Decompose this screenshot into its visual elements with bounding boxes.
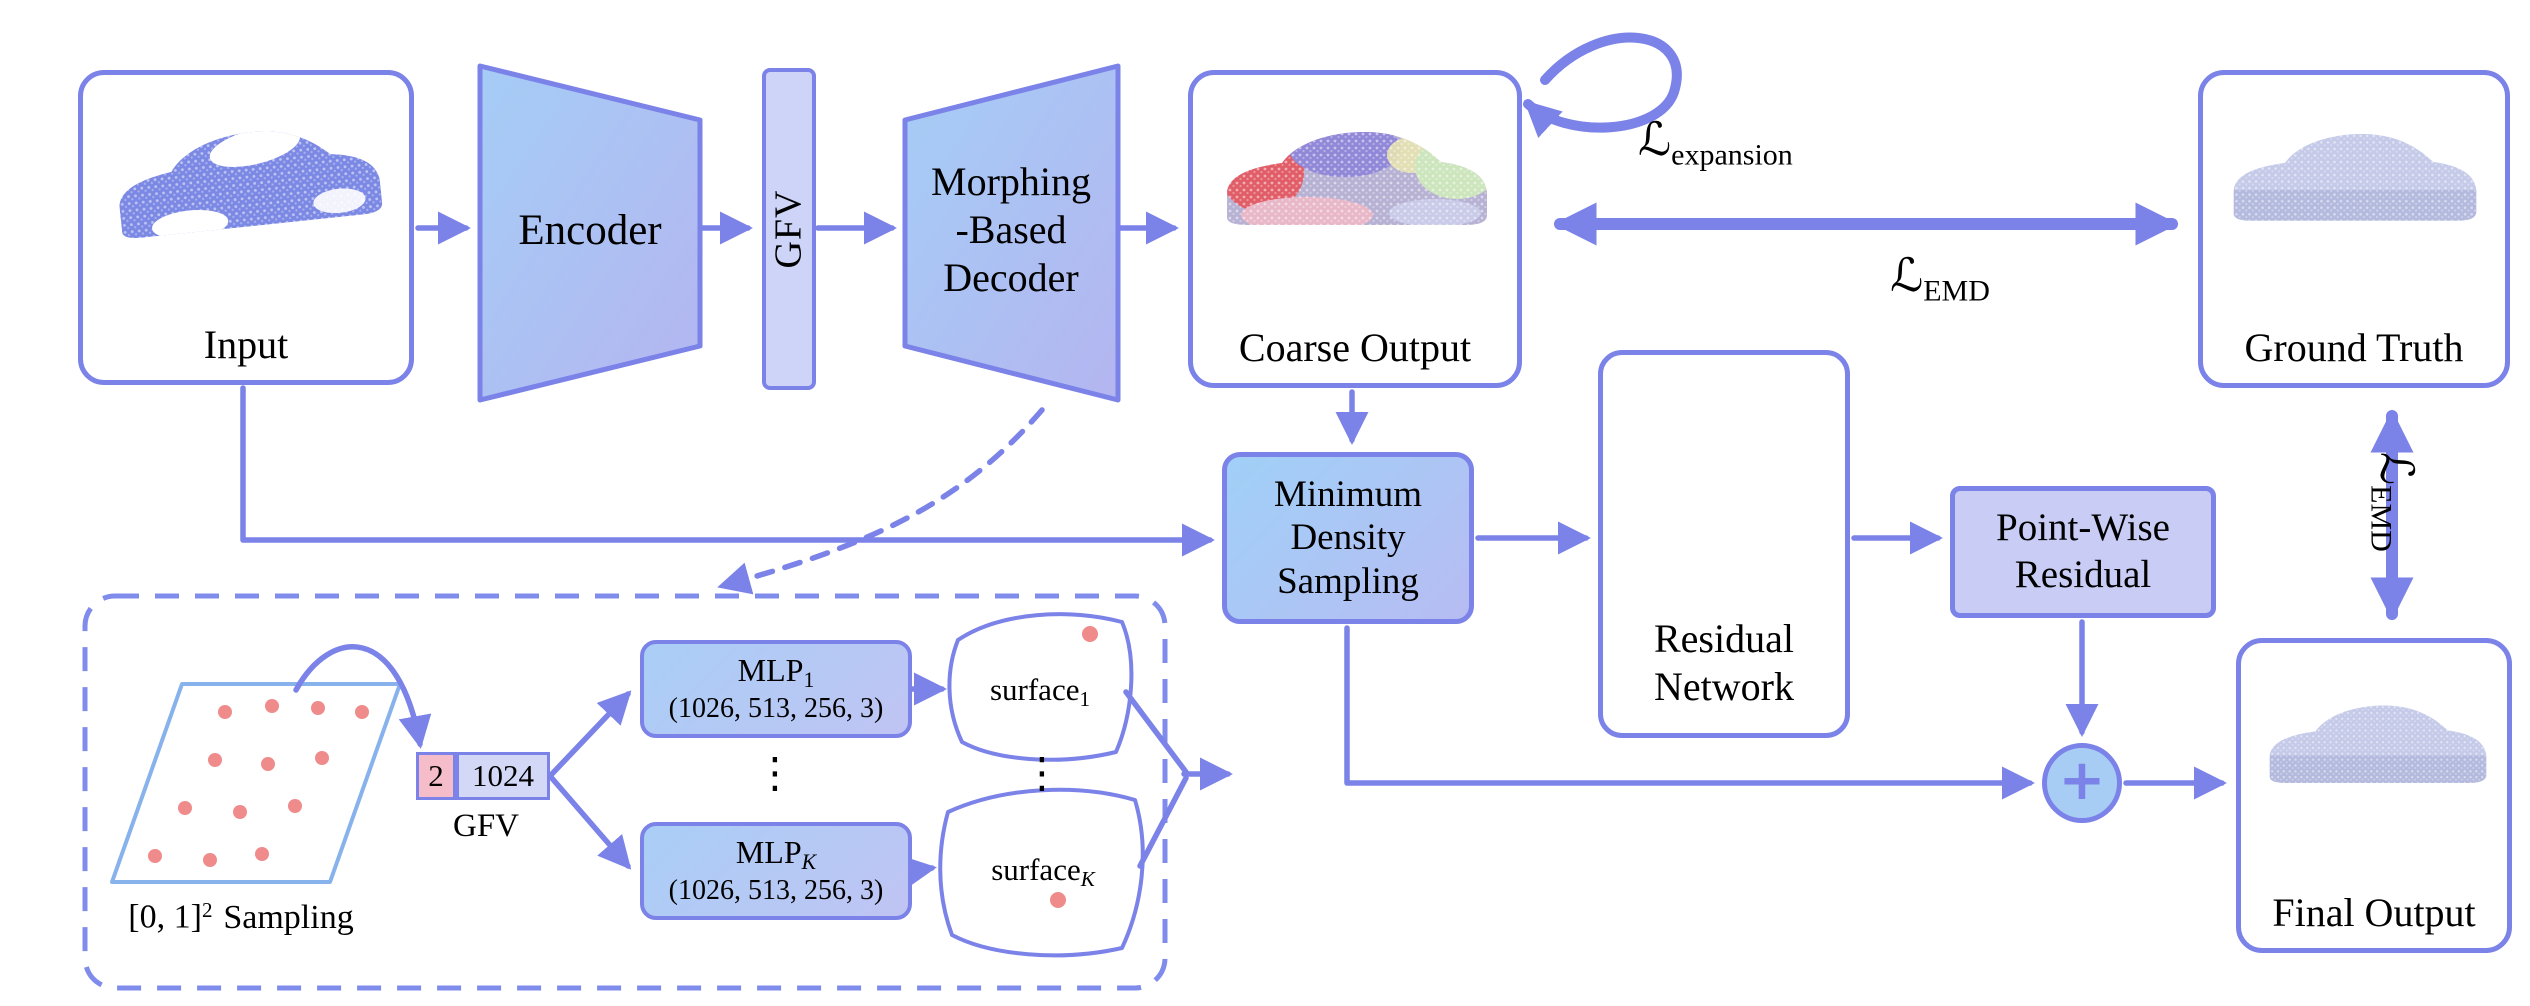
uv-dim-value: 2 xyxy=(428,758,444,793)
uv-dim-box: 2 xyxy=(416,752,456,800)
surface-vdots: ⋮ xyxy=(1021,748,1063,797)
surface1-point xyxy=(1082,626,1098,642)
mlp1-sub: 1 xyxy=(803,667,815,692)
mlpk-name: MLPK xyxy=(735,833,817,875)
mlp1-name-text: MLP xyxy=(737,651,804,688)
arrow-code-to-mlp1 xyxy=(547,690,632,779)
sampling-word: Sampling xyxy=(223,898,354,936)
residual-network-line1: Residual xyxy=(1654,616,1794,661)
pwr-line2: Residual xyxy=(2014,553,2152,596)
ground-truth-pointcloud-image xyxy=(2233,134,2477,221)
line-surface1-merge xyxy=(1123,689,1189,775)
loss-emd-final-sub: EMD xyxy=(2364,485,2398,552)
surfaceK-point xyxy=(1050,892,1066,908)
input-pointcloud-image xyxy=(113,119,384,240)
mlp1-name: MLP1 xyxy=(737,651,815,693)
connectors xyxy=(240,32,2414,889)
coarse-output-box: Coarse Output xyxy=(1188,70,1522,388)
gfv-dim-value: 1024 xyxy=(472,758,534,793)
decoder-label: Morphing -Based Decoder xyxy=(898,158,1124,302)
final-output-label: Final Output xyxy=(2272,890,2476,935)
sampling-bracket: [0, 1] xyxy=(128,898,202,936)
mlpk-box: MLPK (1026, 513, 256, 3) xyxy=(640,822,912,920)
coarse-pointcloud-image xyxy=(1227,132,1487,225)
decoder-label-line1: Morphing xyxy=(931,159,1091,204)
decoder-trapezoid xyxy=(902,63,1121,403)
loss-expansion-sub: expansion xyxy=(1671,138,1793,172)
final-output-box: Final Output xyxy=(2236,638,2512,953)
loss-emd-coarse-symbol: ℒ xyxy=(1890,248,1924,302)
surface1-label: surface1 xyxy=(960,672,1120,712)
arrow-mds-to-plus xyxy=(1344,625,2035,800)
surface1-shape xyxy=(947,612,1134,762)
plus-node: + xyxy=(2042,743,2122,823)
gfv-dim-box: 1024 xyxy=(456,752,550,800)
input-label: Input xyxy=(203,322,289,367)
surfacek-name: surface xyxy=(991,852,1081,887)
decoder-label-line2: -Based xyxy=(955,207,1067,252)
line-surfacek-merge xyxy=(1137,775,1189,869)
gfv-caption: GFV xyxy=(452,808,520,844)
mlpk-dims: (1026, 513, 256, 3) xyxy=(668,874,884,906)
input-box: Input xyxy=(78,70,414,385)
point-wise-residual-box: Point-Wise Residual xyxy=(1950,486,2216,618)
uv-sampling-plane xyxy=(110,682,402,884)
loss-expansion-symbol: ℒ xyxy=(1638,112,1672,166)
ground-truth-label: Ground Truth xyxy=(2244,325,2464,370)
encoder-label: Encoder xyxy=(518,207,662,254)
loss-expansion-label: ℒexpansion xyxy=(1638,112,1793,173)
mlpk-sub: K xyxy=(801,849,817,874)
mlp1-dims: (1026, 513, 256, 3) xyxy=(668,692,884,724)
arrow-code-to-mlpk xyxy=(547,773,632,870)
gfv-label: GFV xyxy=(768,189,810,269)
surface1-sub: 1 xyxy=(1079,686,1091,711)
plus-symbol: + xyxy=(2058,748,2106,813)
residual-network-label: Residual Network xyxy=(1603,615,1845,711)
surfaceK-shape xyxy=(938,787,1145,958)
residual-network-box: Residual Network xyxy=(1598,350,1850,738)
arrow-expansion-loop xyxy=(1523,32,1682,138)
arrow-plane-to-code xyxy=(293,644,432,749)
residual-network-line2: Network xyxy=(1654,664,1794,709)
gfv-bar: GFV xyxy=(762,68,816,390)
uv-sample-points xyxy=(148,699,369,867)
surfacek-sub: K xyxy=(1080,866,1095,891)
loss-emd-final-symbol: ℒ xyxy=(2370,452,2424,486)
uv-sampling-label: [0, 1]2 Sampling xyxy=(96,898,386,937)
sampling-power: 2 xyxy=(201,898,213,922)
mds-line2: Density xyxy=(1290,517,1406,559)
coarse-output-label: Coarse Output xyxy=(1238,325,1472,370)
loss-emd-coarse-sub: EMD xyxy=(1923,274,1990,308)
arrow-input-to-mds xyxy=(240,385,1215,557)
surfacek-label: surfaceK xyxy=(958,852,1128,892)
ground-truth-box: Ground Truth xyxy=(2198,70,2510,388)
mds-line3: Sampling xyxy=(1277,560,1419,602)
pwr-line1: Point-Wise xyxy=(1996,506,2170,550)
surface1-name: surface xyxy=(989,672,1080,707)
minimum-density-sampling-box: Minimum Density Sampling xyxy=(1222,452,1474,624)
loss-emd-final-label: ℒEMD xyxy=(2363,452,2424,582)
mlp-vdots: ⋮ xyxy=(754,748,796,797)
decoder-label-line3: Decoder xyxy=(943,255,1079,300)
arrow-mlpk-to-surfacek xyxy=(901,855,937,889)
dashed-arrow-decoder-detail xyxy=(717,407,1045,595)
loss-emd-coarse-label: ℒEMD xyxy=(1790,248,2090,309)
mlpk-name-text: MLP xyxy=(735,833,802,870)
mds-line1: Minimum xyxy=(1273,473,1423,515)
final-pointcloud-image xyxy=(2269,705,2487,783)
mlp1-box: MLP1 (1026, 513, 256, 3) xyxy=(640,640,912,738)
encoder-trapezoid xyxy=(477,63,703,403)
